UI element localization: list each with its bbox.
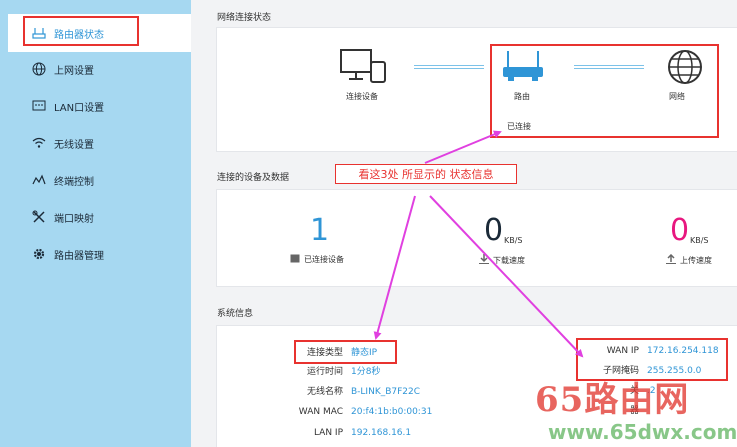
sidebar: 路由器状态 上网设置 LAN口设置 无线设置 终端控制 [0, 0, 191, 447]
devices-card: 1 已连接设备 0 KB/S 下载速度 0 KB/S 上传速度 [216, 189, 737, 287]
info-key-dns: 器 [629, 406, 639, 416]
info-value-gateway: .2 [647, 386, 656, 396]
upload-speed-label: 上传速度 [680, 255, 712, 265]
sidebar-item-internet[interactable]: 上网设置 [0, 51, 191, 87]
lan-port-icon [32, 99, 46, 113]
sidebar-item-port-mapping[interactable]: 端口映射 [0, 199, 191, 235]
info-value-wan-ip: 172.16.254.118 [647, 346, 719, 356]
upload-speed-stat: 上传速度 [666, 253, 712, 266]
sidebar-item-label: 无线设置 [54, 139, 94, 151]
gear-icon [32, 247, 46, 261]
watermark-logo: 65路由网 [535, 380, 690, 420]
section-title-system-info: 系统信息 [217, 309, 254, 319]
globe-icon [32, 62, 46, 76]
router-connection-state: 已连接 [507, 122, 531, 131]
download-speed-stat: 下载速度 [479, 254, 525, 266]
info-key-gateway: 关 [629, 386, 639, 396]
sidebar-item-label: 上网设置 [54, 65, 94, 77]
sidebar-item-router-management[interactable]: 路由器管理 [0, 236, 191, 272]
download-speed-unit: KB/S [504, 236, 523, 245]
sidebar-item-router-status[interactable]: 路由器状态 [8, 14, 191, 52]
info-value-wan-mac: 20:f4:1b:b0:00:31 [351, 407, 433, 417]
link-line-router-internet [574, 65, 644, 69]
globe-icon [667, 49, 703, 89]
download-speed-value: 0 [484, 213, 504, 248]
connected-devices-count: 1 [310, 213, 330, 248]
sidebar-item-wireless[interactable]: 无线设置 [0, 125, 191, 161]
upload-speed-unit: KB/S [690, 236, 709, 245]
chart-icon [32, 173, 46, 187]
info-value-lan-ip: 192.168.16.1 [351, 428, 412, 438]
sidebar-item-terminal-control[interactable]: 终端控制 [0, 162, 191, 198]
section-title-devices: 连接的设备及数据 [217, 173, 290, 183]
device-icon [290, 254, 300, 265]
router-icon [32, 26, 46, 40]
info-key-wan-ip: WAN IP [606, 346, 639, 356]
sidebar-item-label: 路由器状态 [54, 29, 104, 41]
info-key-subnet-mask: 子网掩码 [602, 366, 639, 376]
info-key-uptime: 运行时间 [306, 367, 343, 377]
info-key-ssid: 无线名称 [306, 387, 343, 397]
connected-devices-stat-label: 已连接设备 [304, 255, 344, 264]
info-value-connection-type: 静态IP [351, 348, 378, 358]
upload-icon [666, 253, 676, 266]
link-line-device-router [414, 65, 484, 69]
section-title-network-status: 网络连接状态 [217, 13, 272, 23]
wifi-icon [32, 136, 46, 150]
info-key-lan-ip: LAN IP [313, 428, 343, 438]
info-value-ssid: B-LINK_B7F22C [351, 387, 421, 397]
upload-speed-value: 0 [670, 213, 690, 248]
computer-icon [340, 49, 388, 89]
sidebar-item-lan[interactable]: LAN口设置 [0, 88, 191, 124]
network-status-card: 连接设备 路由 已连接 网络 [216, 27, 737, 152]
router-icon [502, 49, 544, 89]
watermark-url: www.65dwx.com [548, 420, 737, 444]
router-label: 路由 [514, 92, 530, 101]
download-speed-label: 下载速度 [493, 255, 525, 265]
info-key-wan-mac: WAN MAC [298, 407, 343, 417]
sidebar-item-label: 终端控制 [54, 176, 94, 188]
info-value-subnet-mask: 255.255.0.0 [647, 366, 702, 376]
tools-icon [32, 210, 46, 224]
sidebar-item-label: LAN口设置 [54, 102, 105, 114]
info-key-connection-type: 连接类型 [306, 348, 343, 358]
sidebar-item-label: 路由器管理 [54, 250, 104, 262]
annotation-callout: 看这3处 所显示的 状态信息 [335, 164, 517, 184]
sidebar-item-label: 端口映射 [54, 213, 94, 225]
download-icon [479, 254, 489, 266]
connected-devices-stat: 已连接设备 [290, 254, 344, 265]
info-value-uptime: 1分8秒 [351, 367, 381, 377]
connected-devices-label: 连接设备 [346, 92, 378, 101]
internet-label: 网络 [669, 92, 685, 101]
